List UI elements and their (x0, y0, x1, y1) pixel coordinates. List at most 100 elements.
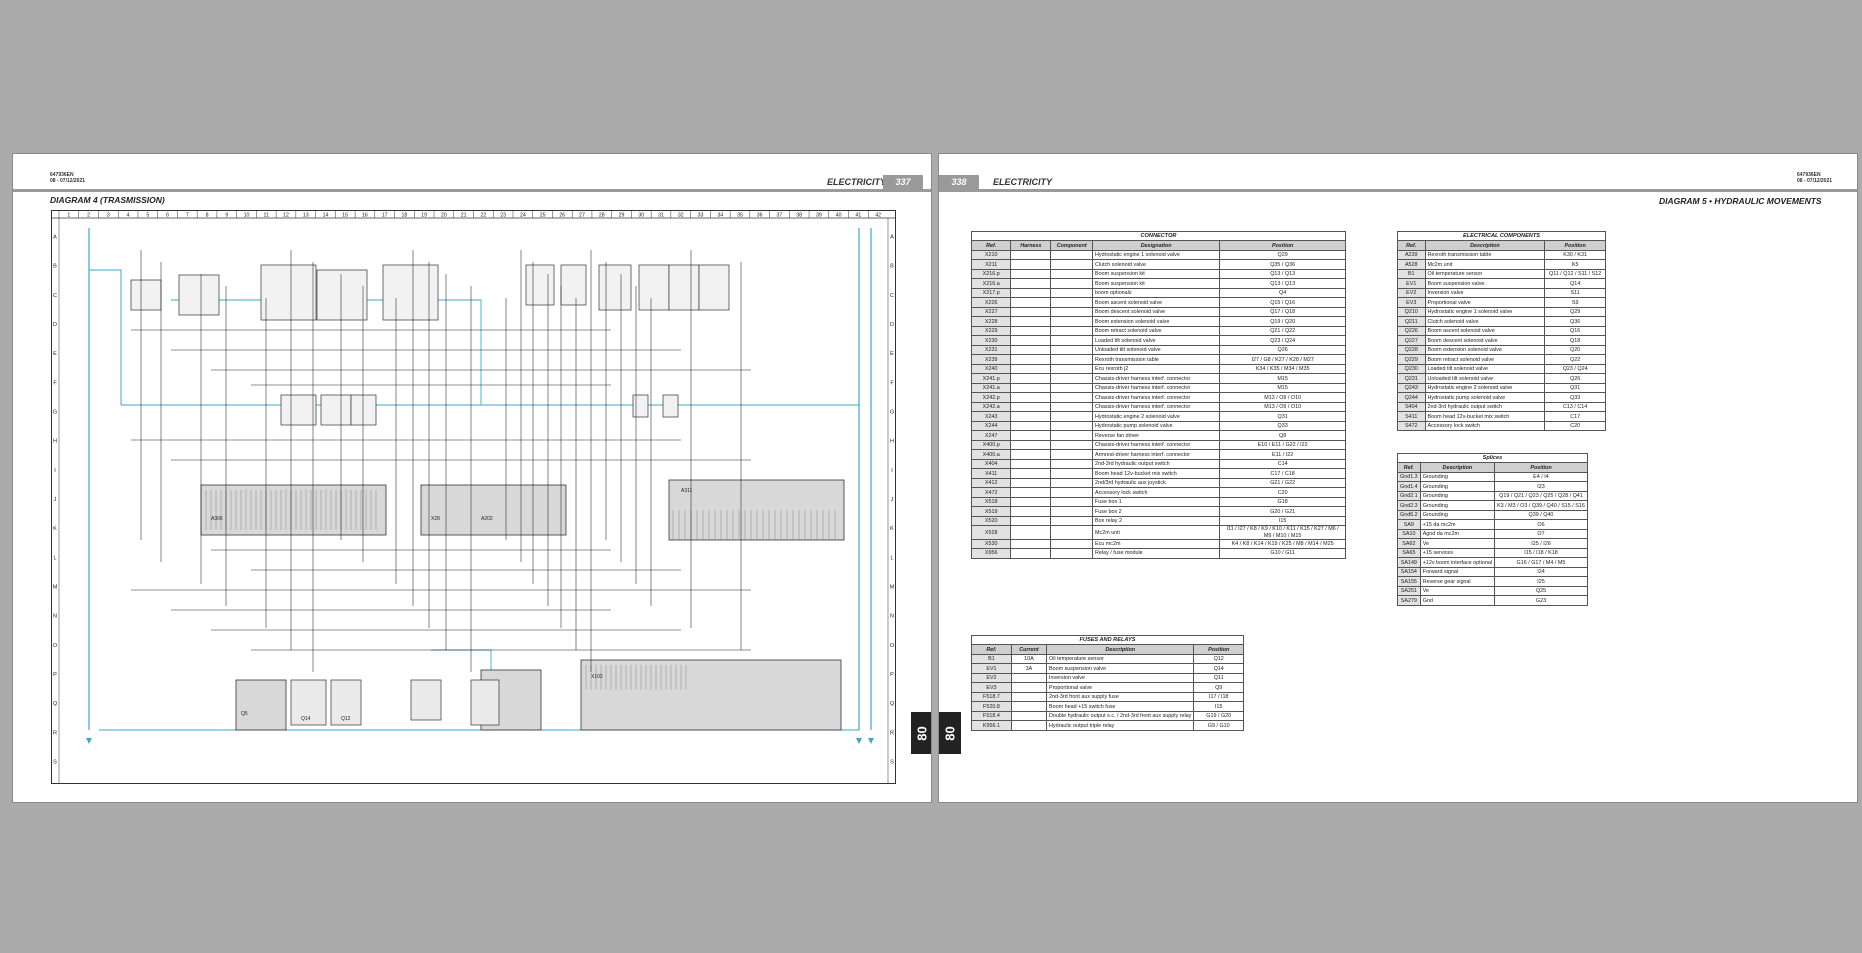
column-number: 28 (599, 212, 605, 218)
ref-cell: X216.p (970, 268, 1012, 280)
table-cell: C17 / C18 (1219, 468, 1346, 479)
column-number: 7 (186, 212, 189, 218)
column-header: Ref. (971, 644, 1012, 655)
relay-box (260, 264, 317, 321)
table-cell (1010, 373, 1052, 384)
table-cell: G16 / G17 / M4 / M5 (1494, 557, 1588, 568)
ref-cell: SA149 (1397, 557, 1421, 568)
table-cell: Boom head 12v-bucket mix switch (1092, 468, 1221, 479)
row-letter: S (890, 759, 894, 765)
doc-code: 647936EN (1797, 172, 1821, 178)
column-number: 24 (520, 212, 526, 218)
column-header: Position (1219, 240, 1346, 251)
table-cell: Chassis-driver harness interf. connector (1092, 373, 1221, 384)
table-cell: C17 (1544, 411, 1606, 422)
table-cell: S11 (1544, 287, 1606, 299)
relay-box (638, 264, 670, 311)
ref-cell: Q243 (1397, 382, 1426, 394)
table-cell (1010, 538, 1052, 550)
table-cell (1010, 354, 1052, 365)
table-cell: Q36 (1544, 316, 1606, 327)
ref-cell: Q210 (1397, 306, 1426, 318)
section-title: ELECTRICITY (827, 177, 887, 187)
table-cell (1050, 477, 1094, 489)
section-title: ELECTRICITY (993, 177, 1053, 187)
row-letter: O (53, 643, 58, 649)
control-unit-block (420, 484, 567, 536)
row-letter: L (53, 555, 56, 561)
row-letter: N (890, 614, 894, 620)
column-number: 17 (382, 212, 388, 218)
table-cell: M15 (1219, 373, 1346, 384)
table-cell: I17 / I18 (1193, 691, 1244, 703)
table-cell (1010, 382, 1052, 394)
table-cell (1010, 468, 1052, 479)
table-cell: Grounding (1419, 509, 1496, 521)
row-letter: H (53, 439, 57, 445)
table-cell: Q23 / Q24 (1544, 363, 1606, 375)
table-cell: K3 / M3 / O3 / Q39 / Q40 / S15 / S16 (1494, 500, 1588, 511)
column-number: 35 (737, 212, 743, 218)
diagram-title: DIAGRAM 5 • HYDRAULIC MOVEMENTS (1659, 196, 1822, 206)
ref-cell: Gnd2.3 (1397, 500, 1421, 511)
table-cell: Q12 (1193, 653, 1244, 665)
control-unit-block (668, 479, 845, 541)
table-cell (1050, 325, 1094, 337)
connector-table-title: CONNECTOR (971, 231, 1346, 241)
table-cell: Boom suspension valve (1424, 278, 1546, 289)
column-number: 14 (323, 212, 329, 218)
row-letter: B (53, 264, 57, 270)
table-cell: G18 (1219, 496, 1346, 508)
splices-table-title: Splices (1397, 453, 1588, 463)
ref-cell: SA65 (1397, 547, 1421, 559)
row-letter: A (53, 235, 57, 241)
row-letter: F (890, 380, 894, 386)
table-cell: Agnd da mc2m (1419, 528, 1496, 540)
table-cell: Ecu rexroth j2 (1092, 363, 1221, 375)
ref-cell: X244 (970, 420, 1012, 432)
column-number: 10 (244, 212, 250, 218)
table-cell: Q17 / Q18 (1219, 306, 1346, 318)
table-cell (1050, 297, 1094, 308)
table-cell: I27 / G8 / K27 / K28 / M27 (1219, 354, 1346, 365)
electrical-table-title: ELECTRICAL COMPONENTS (1397, 231, 1606, 241)
table-cell (1050, 420, 1094, 432)
table-cell: Hydrostatic engine 2 solenoid valve (1424, 382, 1546, 394)
table-cell: Q29 (1544, 306, 1606, 318)
ref-cell: SA154 (1397, 566, 1421, 578)
ref-cell: S411 (1397, 411, 1426, 422)
table-cell (1050, 373, 1094, 384)
table-cell: Boom head +15 switch fuse (1046, 701, 1195, 712)
table-cell: Q21 / Q22 (1219, 325, 1346, 337)
table-cell (1050, 538, 1094, 550)
table-cell: Oil temperature sensor (1046, 653, 1195, 665)
table-cell (1010, 392, 1052, 403)
table-cell: Proportional valve (1046, 682, 1195, 693)
column-header: Position (1193, 644, 1244, 655)
table-cell: Chassis-driver harness interf. connector (1092, 392, 1221, 403)
table-cell (1010, 458, 1052, 470)
table-cell (1010, 449, 1052, 460)
table-cell (1050, 259, 1094, 270)
row-letter: R (53, 730, 57, 736)
table-cell: 2nd-3rd front aux supply fuse (1046, 691, 1195, 703)
table-cell: Grounding (1419, 481, 1496, 492)
table-cell: O6 (1494, 519, 1588, 530)
ref-cell: X240 (970, 363, 1012, 375)
table-cell: Q14 (1544, 278, 1606, 289)
